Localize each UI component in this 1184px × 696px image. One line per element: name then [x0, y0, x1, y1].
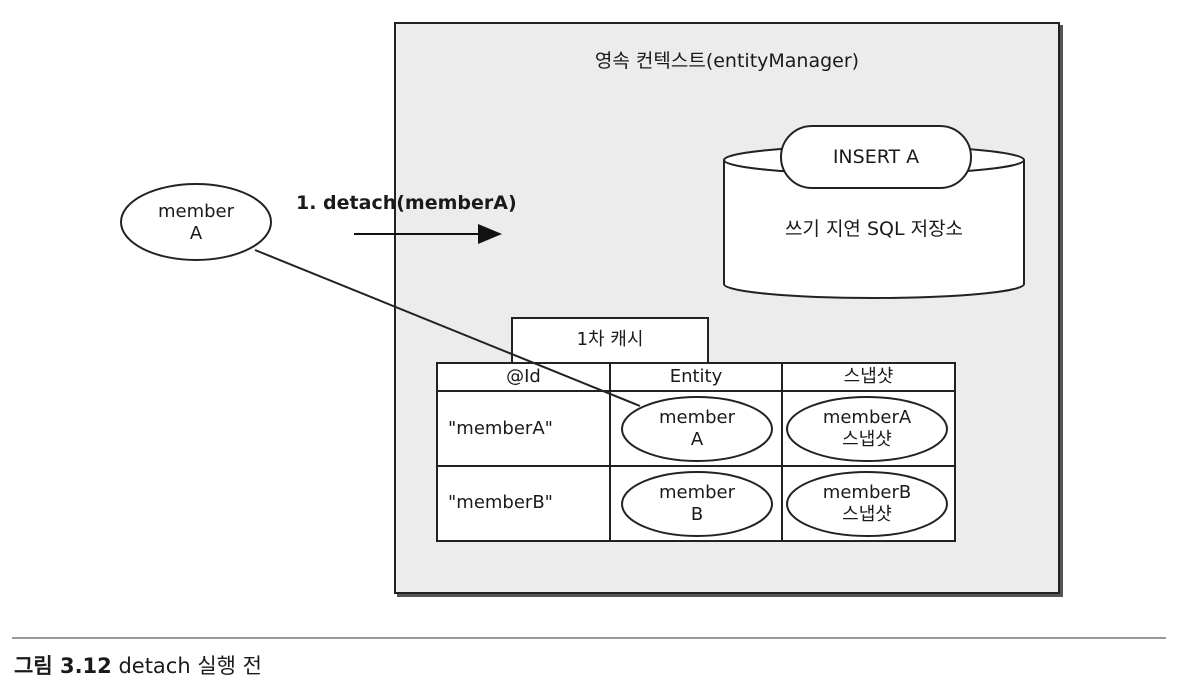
- column-header-snapshot: 스냅샷: [843, 366, 894, 387]
- detached-member-ellipse: [120, 183, 272, 261]
- entity-member-a-ellipse: [621, 396, 773, 462]
- entity-member-b-ellipse: [621, 471, 773, 537]
- detached-member-line2: A: [189, 223, 203, 244]
- insert-query-text: INSERT A: [832, 146, 920, 168]
- snapshot-a-ellipse: [786, 396, 948, 462]
- figure-number: 그림 3.12: [14, 654, 112, 678]
- entity-b-line1: member: [658, 482, 736, 503]
- persistence-context-title: 영속 컨텍스트(entityManager): [594, 50, 860, 72]
- snapshot-a-line1: memberA: [822, 407, 912, 428]
- row-id-member-b: "memberB": [448, 492, 553, 513]
- cache-label: 1차 캐시: [576, 329, 644, 350]
- snapshot-b-line1: memberB: [822, 482, 912, 503]
- column-header-id: @Id: [506, 366, 541, 387]
- column-header-entity: Entity: [669, 366, 723, 387]
- insert-query-pill: [780, 125, 972, 189]
- figure-caption: 그림 3.12 detach 실행 전: [14, 650, 262, 680]
- entity-a-line2: A: [690, 429, 704, 450]
- caption-divider: [12, 637, 1166, 639]
- snapshot-a-line2: 스냅샷: [842, 429, 892, 450]
- row-id-member-a: "memberA": [448, 418, 553, 439]
- snapshot-b-line2: 스냅샷: [842, 504, 892, 525]
- detached-member-line1: member: [157, 201, 235, 222]
- reference-line: [254, 249, 641, 407]
- entity-b-line2: B: [690, 504, 704, 525]
- detach-action-label: 1. detach(memberA): [296, 192, 517, 214]
- figure-caption-text: detach 실행 전: [118, 654, 262, 678]
- entity-a-line1: member: [658, 407, 736, 428]
- snapshot-b-ellipse: [786, 471, 948, 537]
- sql-store-label: 쓰기 지연 SQL 저장소: [784, 218, 964, 240]
